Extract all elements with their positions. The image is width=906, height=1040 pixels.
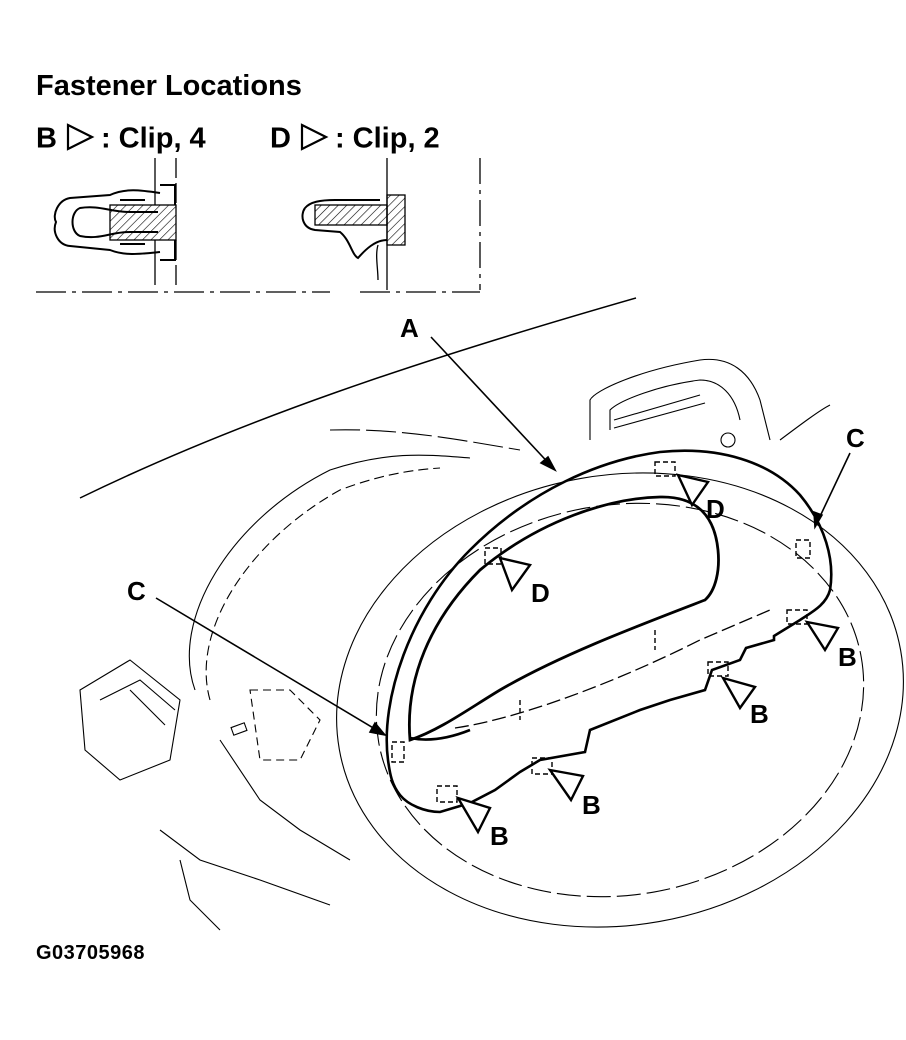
triangle-d-upper-icon [675,473,710,508]
legend-d-letter: D [270,122,291,155]
callout-b-4: B [490,821,509,851]
triangle-marker-icon [300,123,329,151]
triangle-b-4-icon [455,795,492,835]
legend-b-text: : Clip, 4 [100,122,206,155]
callout-d-lower: D [531,578,550,608]
legend-clip-d: D : Clip, 2 [270,122,440,158]
legend-b-letter: B [36,122,57,155]
callout-b-2: B [750,699,769,729]
triangle-marker-icon [66,123,95,151]
leader-lines [155,336,851,737]
clip-d-detail [301,158,406,290]
callout-b-3: B [582,790,601,820]
legend-clip-b: B : Clip, 4 [36,122,206,158]
callout-c-left: C [127,576,146,606]
triangle-b-2-icon [720,676,757,711]
diagram-title: Fastener Locations [36,70,302,102]
clip-location-markers [391,461,811,803]
triangle-d-lower-icon [498,556,533,593]
instrument-panel-bezel [385,449,833,814]
callout-a: A [400,313,419,343]
callout-b-1: B [838,642,857,672]
clip-b-detail [53,158,177,285]
triangle-b-1-icon [804,620,840,653]
detail-box-border [36,158,481,293]
figure-code: G03705968 [36,942,146,964]
callout-d-upper: D [706,494,725,524]
legend-d-text: : Clip, 2 [334,122,440,155]
triangle-b-3-icon [547,768,585,803]
callout-c-right: C [846,423,865,453]
clip-triangle-markers [455,473,840,835]
dashboard-background [79,297,904,931]
